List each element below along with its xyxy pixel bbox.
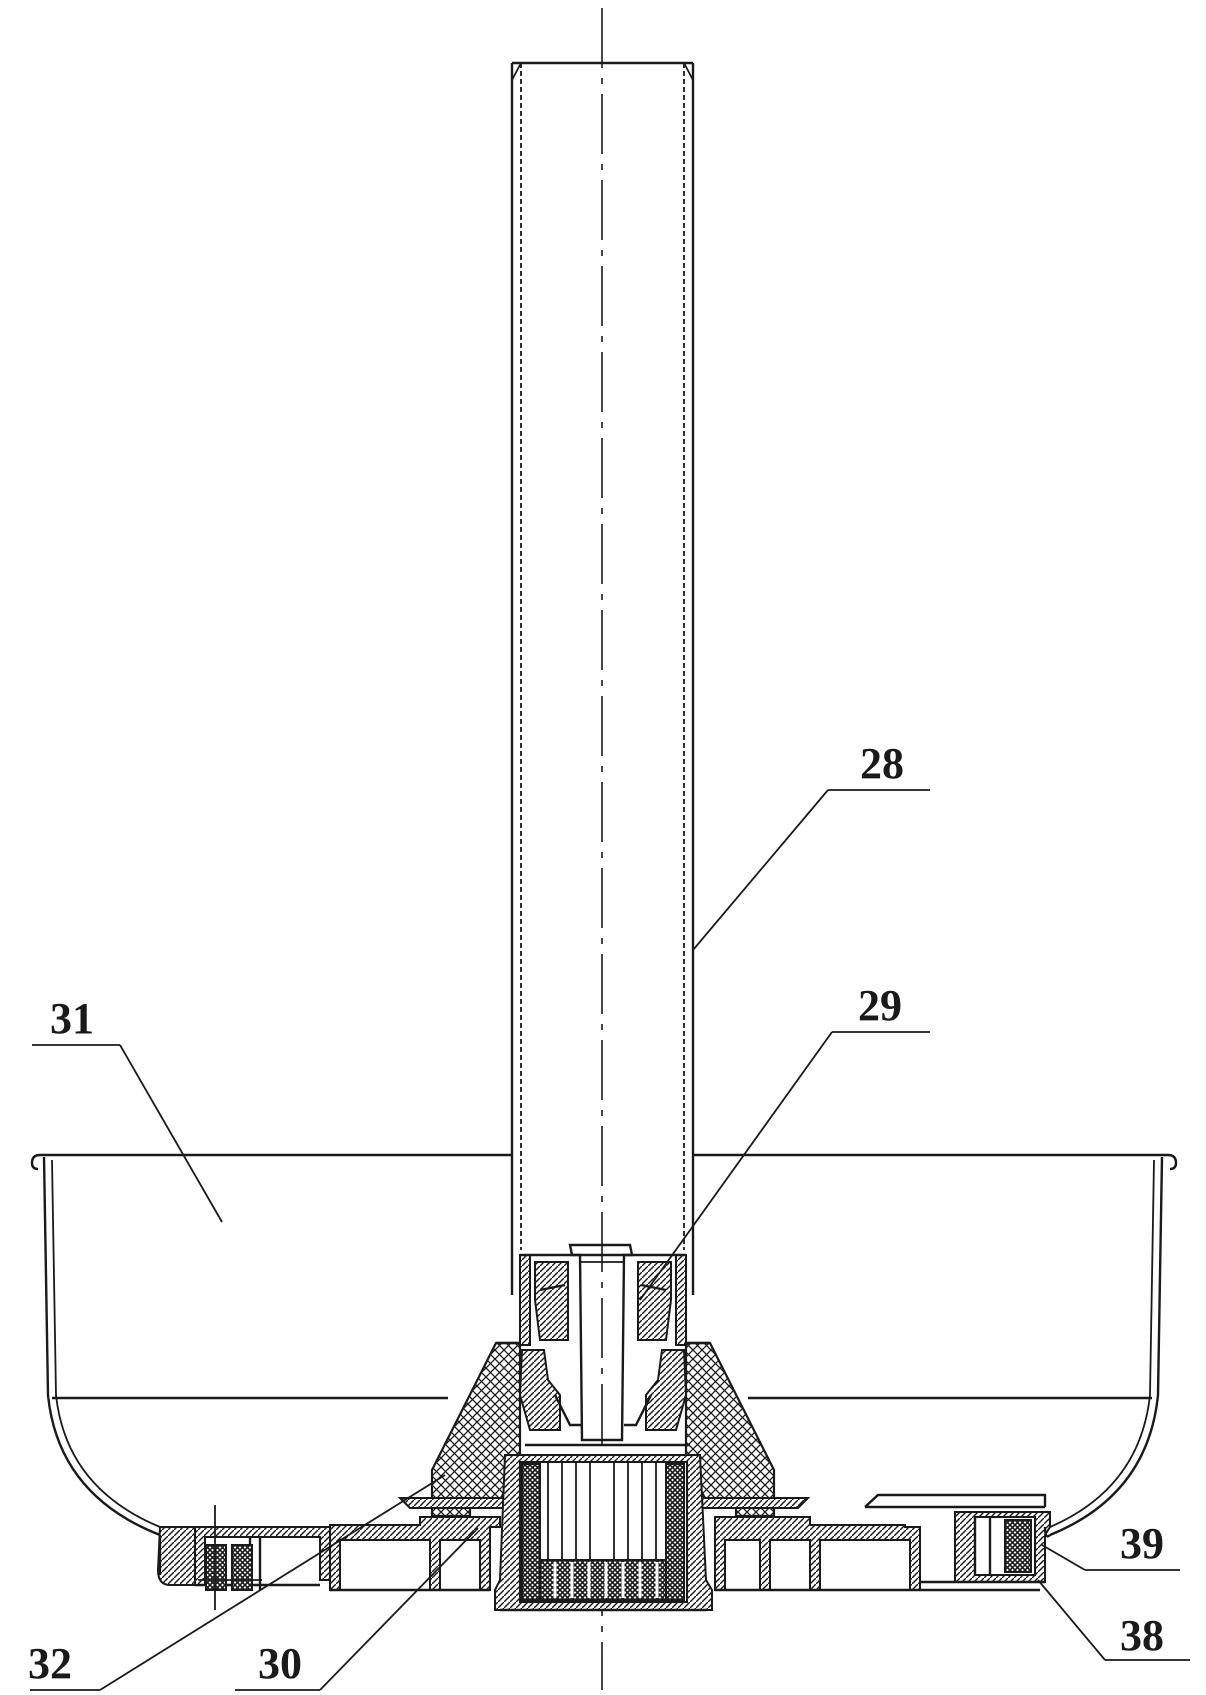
gear-hub-30 [494,1454,713,1612]
label-29: 29 [858,981,902,1030]
base-plate [156,1493,1047,1610]
callout-labels: 28 29 30 31 32 38 39 [28,739,1164,1688]
insert-29 [518,1243,690,1447]
hub-cone [397,1341,811,1518]
label-32: 32 [28,1639,72,1688]
tube-28 [510,61,695,1295]
label-30: 30 [258,1639,302,1688]
leader-lines [30,789,1190,1691]
bowl-31 [30,1153,1178,1537]
label-38: 38 [1120,1611,1164,1660]
label-39: 39 [1120,1519,1164,1568]
right-block-38-39 [920,1511,1051,1592]
label-31: 31 [50,994,94,1043]
label-28: 28 [860,739,904,788]
